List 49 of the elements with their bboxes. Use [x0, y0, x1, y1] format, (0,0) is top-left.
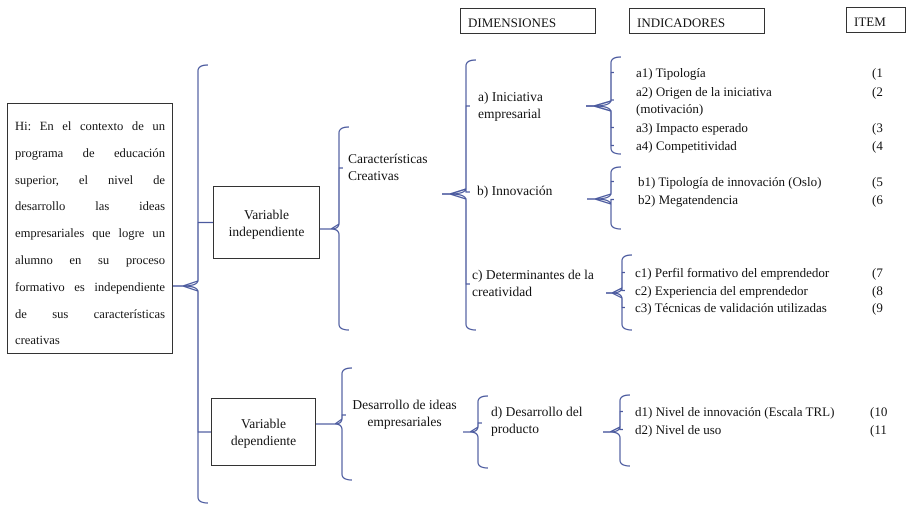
- header-text: ITEM: [854, 14, 886, 29]
- dimension-label: c) Determinantes de la creatividad: [470, 266, 606, 302]
- item-number: (9: [872, 299, 883, 316]
- header-box: [460, 8, 596, 34]
- header-box: [629, 8, 765, 34]
- item-number: (2: [872, 83, 883, 100]
- item-number: (11: [870, 421, 887, 438]
- bracket-connector: [442, 193, 470, 285]
- bracket-connector: [463, 422, 482, 433]
- indicator-label: d1) Nivel de innovación (Escala TRL): [623, 403, 867, 420]
- item-number: (5: [872, 173, 883, 190]
- indicator-label: c2) Experiencia del emprendedor: [625, 282, 869, 299]
- header-text: INDICADORES: [637, 15, 726, 30]
- indicator-label: b2) Megatendencia: [614, 191, 869, 208]
- bracket-connector: [603, 426, 623, 433]
- indicator-label: c1) Perfil formativo del emprendedor: [625, 264, 869, 281]
- dimension-label: b) Innovación: [470, 182, 587, 202]
- item-number: (1: [872, 64, 883, 81]
- indicator-label: a2) Origen de la iniciativa (motivación): [614, 83, 869, 117]
- bracket-connector: [173, 285, 211, 433]
- indicator-label: a1) Tipología: [614, 64, 869, 81]
- hypothesis-text: Hi: En el contexto de un programa de educación superior, el nivel de desarrollo las ideas empresariales que logre un alumno en su proceso formativo es independiente de sus características creativas: [15, 118, 165, 350]
- dimension-label: Características Creativas: [343, 150, 442, 186]
- indicator-label: a3) Impacto esperado: [614, 119, 869, 136]
- bracket-connector: [606, 292, 625, 308]
- variable-text: Variable independiente: [228, 206, 306, 240]
- dimension-label: a) Iniciativa empresarial: [470, 88, 586, 124]
- bracket-connector: [320, 167, 343, 230]
- dimension-label: Desarrollo de ideas empresariales: [346, 396, 463, 434]
- bracket-connector: [587, 198, 614, 205]
- variable-box: [211, 398, 316, 466]
- item-number: (4: [872, 137, 883, 154]
- item-number: (8: [872, 282, 883, 299]
- hypothesis-box: [7, 103, 173, 354]
- indicator-label: a4) Competitividad: [614, 137, 869, 154]
- variable-box: [213, 186, 320, 259]
- header-box: [846, 7, 906, 33]
- item-number: (7: [872, 264, 883, 281]
- indicator-label: b1) Tipología de innovación (Oslo): [614, 173, 869, 190]
- bracket-connector: [586, 105, 614, 146]
- dimension-label: d) Desarrollo del producto: [482, 403, 603, 443]
- bracket-connector: [316, 414, 346, 425]
- variable-text: Variable dependiente: [230, 415, 298, 449]
- item-number: (3: [872, 119, 883, 136]
- header-text: DIMENSIONES: [468, 15, 556, 30]
- indicator-label: c3) Técnicas de validación utilizadas: [625, 299, 869, 316]
- item-number: (6: [872, 191, 883, 208]
- indicator-label: d2) Nivel de uso: [623, 421, 867, 438]
- item-number: (10: [870, 403, 888, 420]
